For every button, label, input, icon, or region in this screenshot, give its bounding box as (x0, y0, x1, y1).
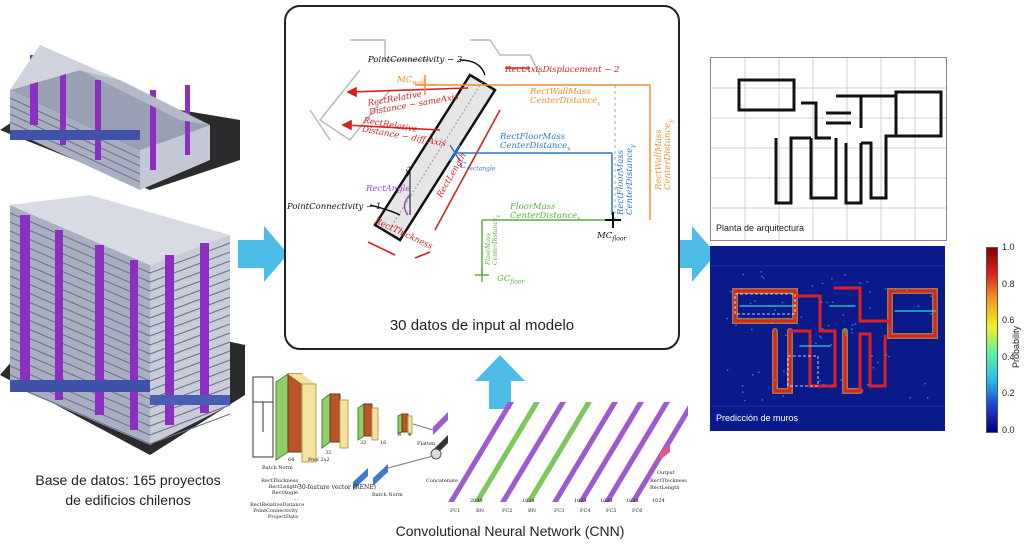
cnn-label-batch-norm: Batch Norm (262, 465, 293, 471)
building-render-top (0, 30, 240, 200)
wall-prediction-heatmap (710, 246, 945, 431)
label-mc-wall: MCwall (397, 75, 425, 87)
database-caption: Base de datos: 165 proyectos de edificio… (8, 470, 248, 510)
model-input-diagram (290, 30, 670, 315)
colorbar-title: Probability (1011, 325, 1021, 368)
label-rect-axis-displacement: RectAxisDisplacement − 2 (505, 65, 620, 75)
cnn-label-feature-vector: 30-feature vector (RENE) (298, 484, 376, 491)
cnn-label-output: Output (657, 470, 675, 476)
model-input-caption: 30 datos de input al modelo (389, 317, 575, 334)
feature-list-item: RectLength (268, 484, 298, 490)
cnn-label-batch-norm-2: Batch Norm (372, 492, 403, 498)
feature-list-item: RectRelativeDistance (250, 502, 305, 508)
cnn-diagram (248, 372, 696, 522)
database-caption-line1: Base de datos: 165 proyectos (35, 472, 221, 488)
arrow-right-1 (238, 226, 288, 282)
colorbar-tick: 0.6 (1002, 315, 1015, 325)
feature-list-item: RectThickness (261, 478, 298, 484)
fc-units-label: 1024 (522, 498, 535, 504)
colorbar-tick: 0.0 (1002, 424, 1015, 435)
cnn-label-flatten: Flatten (417, 441, 436, 447)
label-point-connectivity-1: PointConnectivity − 1 (287, 202, 382, 212)
wall-prediction-label: Predicción de muros (716, 413, 799, 423)
label-c-rectangle: Crectangle (460, 161, 496, 173)
fc-label: FC1 (450, 508, 461, 514)
cnn-label-16: 16 (380, 440, 387, 446)
label-point-connectivity-2: PointConnectivity − 2 (368, 55, 463, 65)
floor-plan-label: Planta de arquitectura (716, 223, 805, 233)
fc-label: FC2 (502, 508, 513, 514)
fc-layer-block (604, 402, 670, 502)
fc-layer-block (448, 402, 514, 502)
building-render-bottom (0, 195, 245, 460)
fc-units-label: 2048 (470, 498, 483, 504)
fc-units-label: 1024 (652, 498, 665, 504)
cnn-label-32b: 32 (360, 440, 367, 446)
cnn-label-32: 32 (325, 450, 332, 456)
label-rect-angle: RectAngle (366, 184, 411, 194)
fc-layer-block (500, 402, 566, 502)
fc-label: FC4 (580, 508, 591, 514)
cnn-label-concatenate: Concatenate (426, 478, 458, 484)
colorbar-tick: 0.8 (1002, 278, 1015, 289)
fc-layer-block (578, 402, 644, 502)
label-gc-floor: GCfloor (497, 274, 525, 286)
feature-list-item: ProjectData (267, 514, 298, 520)
fc-label: BN (528, 508, 537, 514)
fc-label: BN (476, 508, 485, 514)
fc-label: FC3 (554, 508, 565, 514)
cnn-label-pool: Pool 2x2 (308, 457, 330, 463)
cnn-label-4: 4 (408, 432, 412, 438)
database-caption-line2: de edificios chilenos (65, 492, 191, 508)
colorbar-tick: 0.2 (1002, 388, 1015, 398)
fc-units-label: 1024 (626, 498, 639, 504)
colorbar-tick: 0.4 (1002, 351, 1015, 362)
cnn-label-64: 64 (288, 457, 295, 463)
cnn-caption: Convolutional Neural Network (CNN) (395, 523, 625, 539)
floor-plan-panel (710, 57, 947, 241)
label-y-hat: ŷ (405, 167, 411, 178)
fc-units-label: 1024 (574, 498, 587, 504)
fc-label: FC5 (606, 508, 617, 514)
feature-list-item: RectAngle (271, 490, 298, 496)
feature-list-item: PointConnectivity (253, 508, 298, 514)
label-mc-floor: MCfloor (597, 231, 627, 243)
cnn-label-out2: RectLength (650, 485, 680, 491)
fc-units-label: 1024 (600, 498, 613, 504)
fc-layer-block (474, 402, 540, 502)
fc-layer-block (552, 402, 618, 502)
cnn-label-8: 8 (398, 432, 402, 438)
fc-layer-block (526, 402, 592, 502)
feature-list-item: ... (293, 496, 298, 502)
cnn-label-out1: RectThickness (650, 478, 687, 484)
model-input-panel (284, 5, 680, 350)
colorbar (986, 247, 998, 433)
arrow-up (475, 355, 525, 409)
colorbar-tick: 1.0 (1002, 242, 1015, 252)
fc-label: FC6 (632, 508, 643, 514)
